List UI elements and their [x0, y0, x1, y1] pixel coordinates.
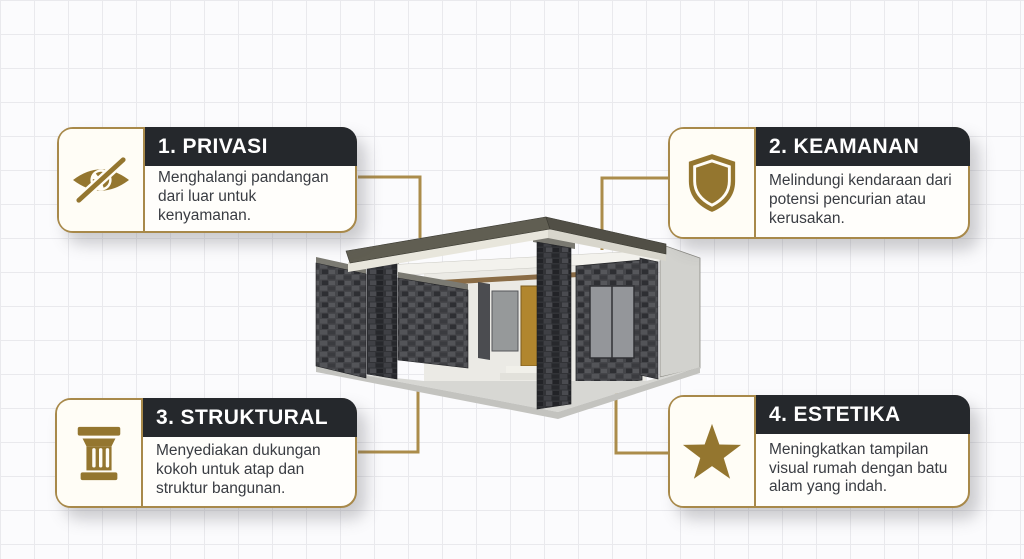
column-icon: [77, 426, 121, 481]
card-estetika-description: Meningkatkan tampilan visual rumah denga…: [769, 440, 948, 496]
card-estetika-title: 4. ESTETIKA: [756, 395, 970, 434]
house-illustration: [315, 216, 701, 419]
card-privasi-icon-box: [59, 129, 145, 231]
card-keamanan: 2. KEAMANAN Melindungi kendaraan dari po…: [668, 127, 970, 239]
card-privasi-title: 1. PRIVASI: [145, 127, 357, 166]
card-estetika-icon-box: [670, 397, 756, 506]
card-privasi-description: Menghalangi pandangan dari luar untuk ke…: [158, 169, 329, 224]
card-struktural-icon-box: [57, 400, 143, 506]
shield-icon: [688, 154, 736, 212]
connector-lines: [358, 175, 668, 455]
connector-estetika: [614, 389, 668, 455]
card-keamanan-icon-box: [670, 129, 756, 237]
card-keamanan-description: Melindungi kendaraan dari potensi pencur…: [769, 172, 952, 227]
eye-slash-icon: [73, 154, 129, 206]
star-icon: [682, 423, 742, 479]
card-struktural: 3. STRUKTURAL Menyediakan dukungan kokoh…: [55, 398, 357, 508]
connector-privasi: [358, 175, 422, 238]
card-privasi: 1. PRIVASI Menghalangi pandangan dari lu…: [57, 127, 357, 233]
card-struktural-description: Menyediakan dukungan kokoh untuk atap da…: [156, 442, 321, 497]
connector-struktural: [358, 388, 420, 454]
card-struktural-title: 3. STRUKTURAL: [143, 398, 357, 437]
card-keamanan-title: 2. KEAMANAN: [756, 127, 970, 166]
connector-keamanan: [600, 176, 668, 250]
card-estetika: 4. ESTETIKA Meningkatkan tampilan visual…: [668, 395, 970, 508]
